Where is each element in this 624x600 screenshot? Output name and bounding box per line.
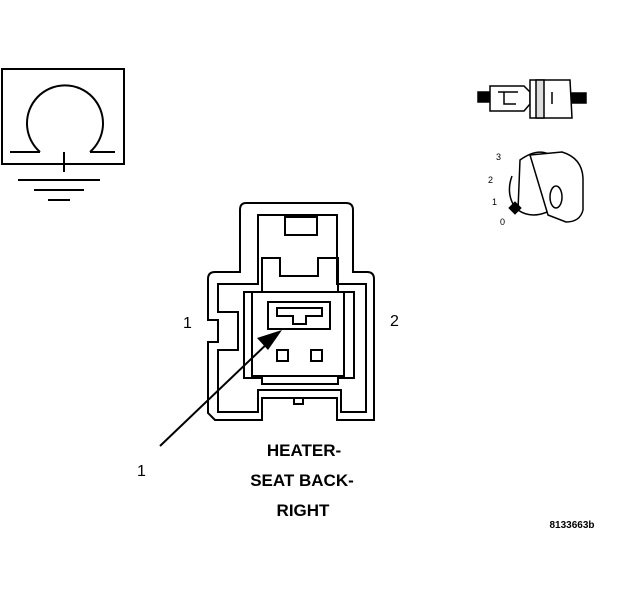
ground-symbol-icon (1, 68, 125, 201)
connector-body (207, 202, 375, 421)
callout-number: 1 (137, 463, 146, 480)
key-position-3: 3 (496, 152, 501, 162)
ignition-key-icon (508, 151, 584, 223)
key-position-0: 0 (500, 217, 505, 227)
callout-arrow (159, 330, 282, 447)
connector-title-line-3: RIGHT (277, 501, 331, 520)
connector-title-line-2: SEAT BACK- (250, 471, 354, 490)
figure-code: 8133663b (549, 520, 594, 531)
key-position-1: 1 (492, 197, 497, 207)
connector-title-line-1: HEATER- (267, 441, 341, 460)
key-position-2: 2 (488, 175, 493, 185)
pin-label-1: 1 (183, 315, 192, 332)
pin-label-2: 2 (390, 313, 399, 330)
inline-connector-icon (477, 79, 587, 119)
